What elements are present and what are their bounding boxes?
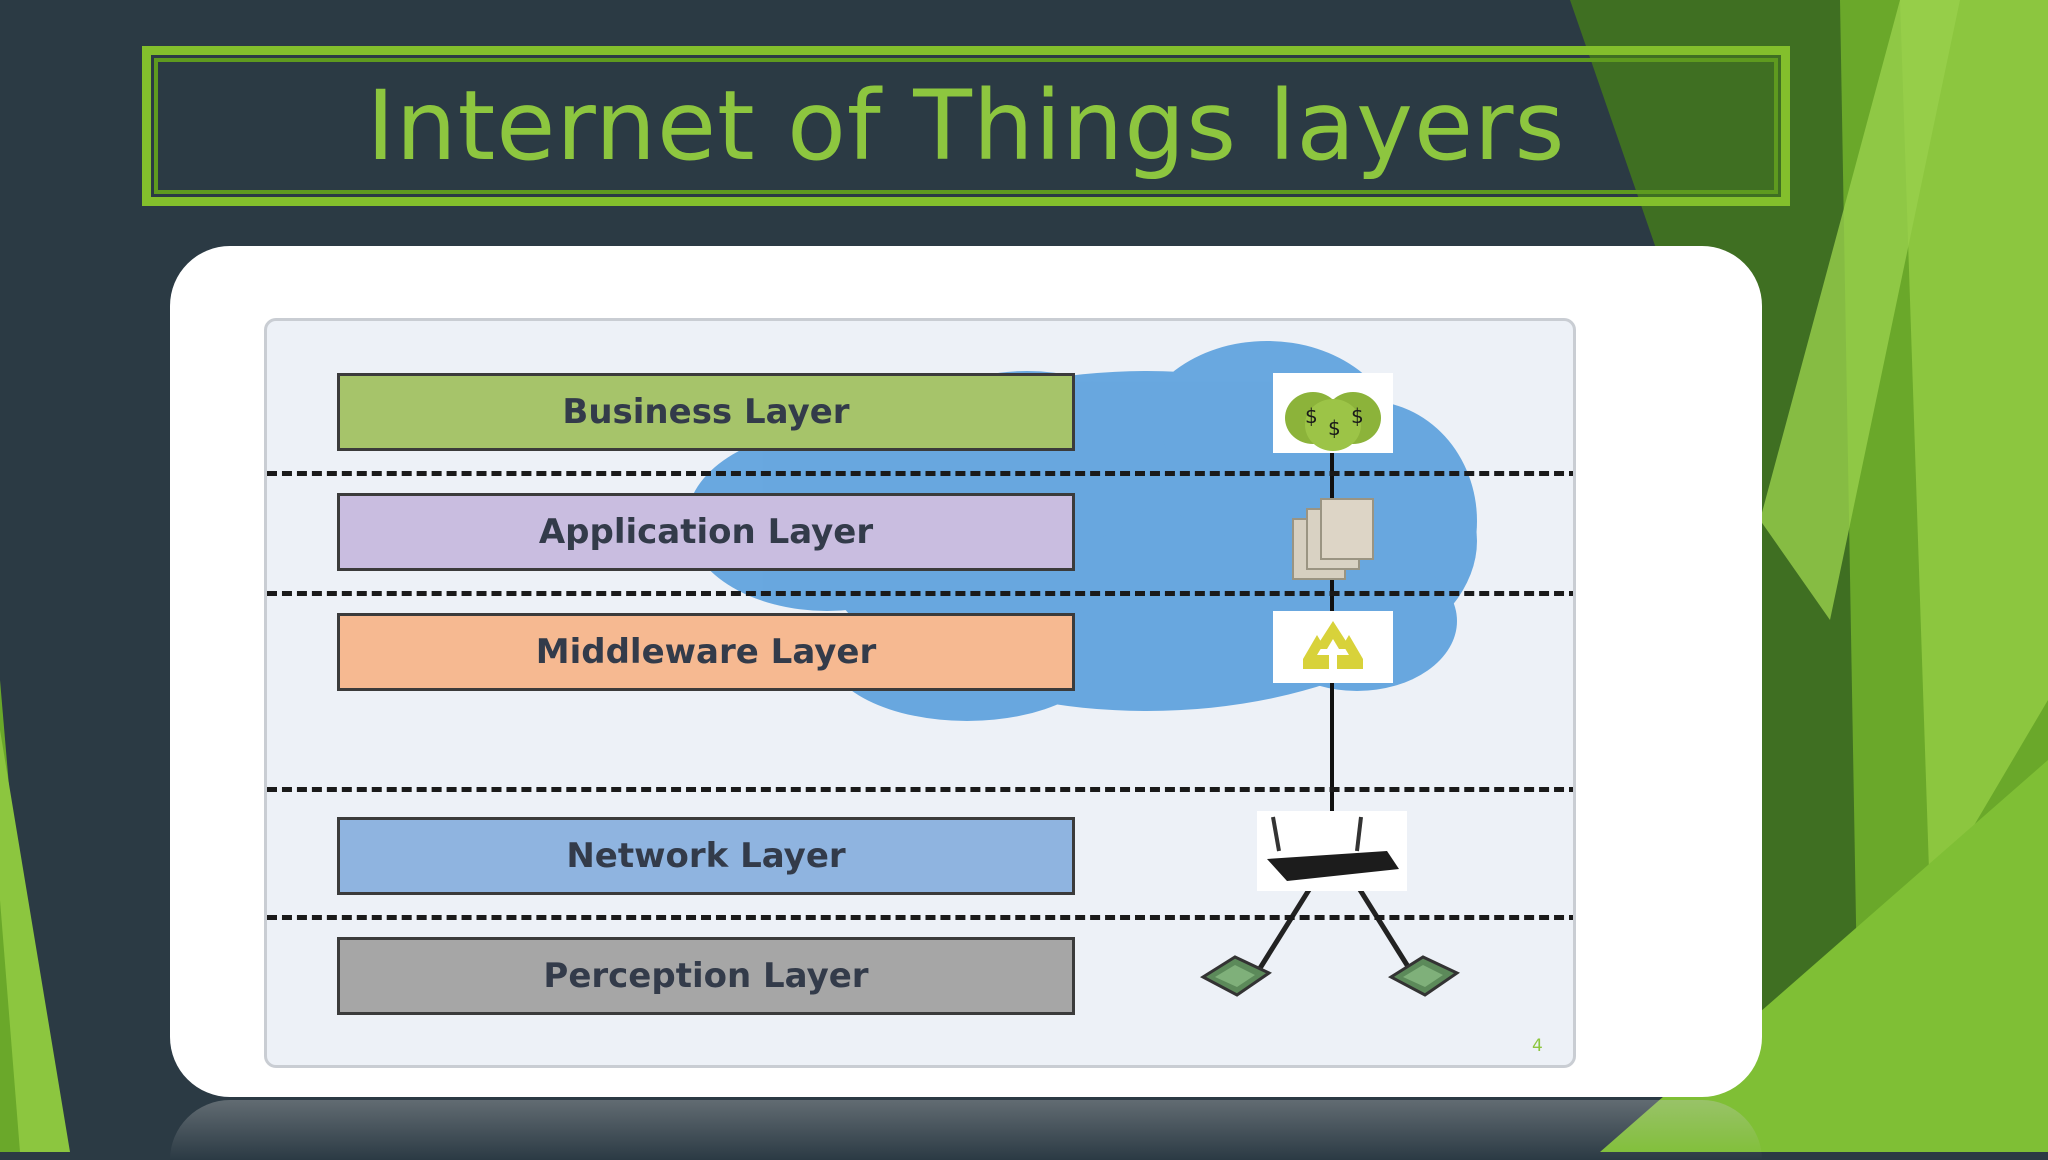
recycle-icon [1273,611,1393,683]
title-frame: Internet of Things layers [142,46,1790,206]
layer-divider [267,591,1573,596]
layer-divider [267,915,1573,920]
slide-title: Internet of Things layers [366,70,1566,182]
svg-text:$: $ [1351,404,1364,428]
application-layer-label: Application Layer [538,512,874,552]
router-icon [1257,811,1407,891]
middleware-layer: Middleware Layer [337,613,1075,691]
card-reflection [170,1100,1762,1160]
network-layer: Network Layer [337,817,1075,895]
sensor-icon [1199,955,1273,997]
documents-icon [1292,498,1374,580]
network-layer-label: Network Layer [566,836,846,876]
sensor-icon [1387,955,1461,997]
svg-text:$: $ [1328,416,1341,440]
perception-layer: Perception Layer [337,937,1075,1015]
money-bag-icon: $ $ $ [1273,373,1393,453]
perception-layer-label: Perception Layer [543,956,869,996]
layer-divider [267,787,1573,792]
business-layer-label: Business Layer [562,392,850,432]
middleware-layer-label: Middleware Layer [535,632,877,672]
layer-divider [267,471,1573,476]
application-layer: Application Layer [337,493,1075,571]
iot-layers-diagram: Business Layer Application Layer Middlew… [264,318,1576,1068]
page-number: 4 [1532,1036,1543,1056]
svg-text:$: $ [1305,404,1318,428]
business-layer: Business Layer [337,373,1075,451]
